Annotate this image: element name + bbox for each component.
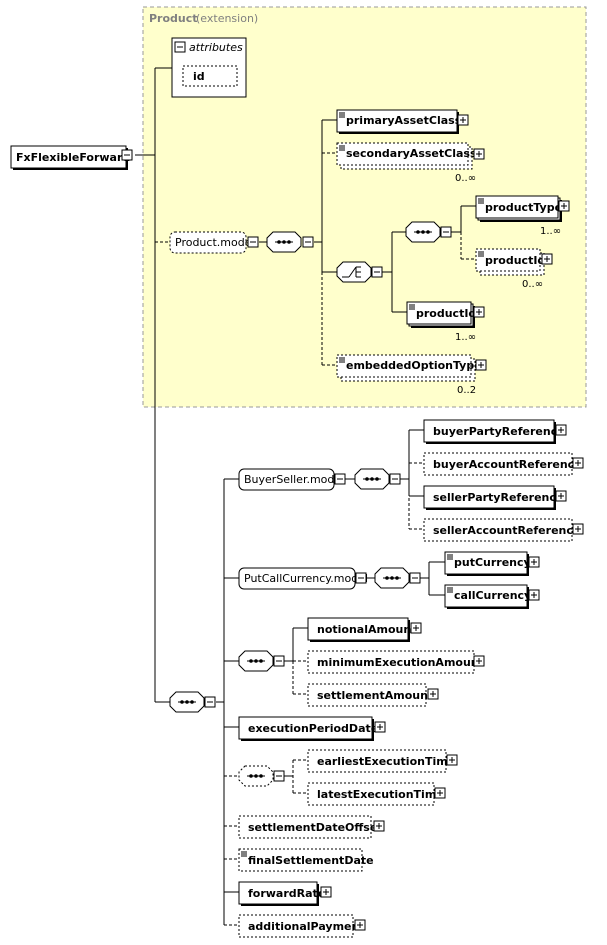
earliest-execution-time[interactable]: earliestExecutionTime	[307, 749, 458, 773]
latest-execution-time[interactable]: latestExecutionTime	[307, 782, 446, 806]
product-id-cardinality: 1..∞	[455, 332, 476, 343]
settlement-date-offset-label: settlementDateOffset	[248, 821, 383, 834]
root-element[interactable]: FxFlexibleForward	[10, 145, 133, 170]
execution-period-dates[interactable]: executionPeriodDates	[238, 716, 386, 741]
secondary-asset-class-label: secondaryAssetClass	[346, 147, 477, 160]
main-sequence-compositor	[169, 691, 216, 713]
primary-asset-class-label: primaryAssetClass	[346, 114, 462, 127]
attributes-header: attributes	[189, 41, 243, 54]
put-call-currency-model-group[interactable]: PutCallCurrency.model	[238, 567, 368, 590]
notional-amount-label: notionalAmount	[317, 623, 416, 636]
secondary-asset-class[interactable]: secondaryAssetClass 0..∞	[336, 142, 485, 184]
attributes-box: attributes id	[171, 37, 247, 98]
put-currency[interactable]: putCurrency	[444, 551, 540, 576]
seller-account-reference[interactable]: sellerAccountReference	[423, 518, 584, 542]
notional-amount[interactable]: notionalAmount	[307, 617, 422, 642]
forward-rate-label: forwardRate	[248, 887, 325, 900]
attribute-id[interactable]	[182, 65, 238, 87]
final-settlement-date-label: finalSettlementDate	[248, 854, 374, 867]
settlement-amount[interactable]: settlementAmount	[307, 683, 439, 707]
settlement-date-offset[interactable]: settlementDateOffset	[238, 815, 385, 839]
earliest-execution-time-label: earliestExecutionTime	[317, 755, 455, 768]
put-call-currency-model-label: PutCallCurrency.model	[244, 572, 368, 585]
execution-period-dates-label: executionPeriodDates	[248, 722, 385, 735]
forward-rate[interactable]: forwardRate	[238, 881, 332, 906]
additional-payment[interactable]: additionalPayment	[238, 914, 366, 938]
buyer-party-reference-label: buyerPartyReference	[433, 425, 565, 438]
additional-payment-label: additionalPayment	[248, 920, 365, 933]
root-collapse-icon[interactable]	[121, 149, 133, 161]
call-currency[interactable]: callCurrency	[444, 584, 540, 609]
connector-lines	[135, 67, 476, 926]
product-model-group[interactable]: Product.model	[169, 231, 259, 254]
seller-party-reference[interactable]: sellerPartyReference	[423, 485, 567, 510]
buyer-seller-model-group[interactable]: BuyerSeller.model	[238, 468, 346, 491]
product-group-title: Product	[149, 12, 198, 25]
product-id-optional-cardinality: 0..∞	[522, 279, 543, 290]
put-call-sequence-compositor	[374, 567, 421, 589]
product-id-label: productId	[416, 307, 476, 320]
times-sequence-compositor	[238, 765, 285, 787]
put-currency-label: putCurrency	[454, 556, 531, 569]
final-settlement-date[interactable]: finalSettlementDate	[238, 848, 374, 872]
settlement-amount-label: settlementAmount	[317, 689, 433, 702]
call-currency-label: callCurrency	[454, 589, 531, 602]
root-element-label: FxFlexibleForward	[16, 151, 130, 164]
product-type[interactable]: productType 1..∞	[475, 195, 570, 237]
attribute-id-label: id	[193, 70, 205, 83]
product-model-label: Product.model	[175, 236, 255, 249]
primary-asset-class[interactable]: primaryAssetClass	[336, 109, 469, 134]
buyer-seller-model-label: BuyerSeller.model	[244, 473, 344, 486]
embedded-option-type[interactable]: embeddedOptionType 0..2	[336, 354, 487, 396]
seller-party-reference-label: sellerPartyReference	[433, 491, 563, 504]
latest-execution-time-label: latestExecutionTime	[317, 788, 444, 801]
product-id-optional[interactable]: productId 0..∞	[475, 248, 553, 290]
product-type-label: productType	[485, 201, 562, 214]
buyer-account-reference-label: buyerAccountReference	[433, 458, 582, 471]
seller-account-reference-label: sellerAccountReference	[433, 524, 580, 537]
minimum-execution-amount[interactable]: minimumExecutionAmount	[307, 650, 485, 674]
product-choice-compositor	[336, 261, 383, 283]
embedded-option-type-label: embeddedOptionType	[346, 359, 482, 372]
buyer-seller-sequence-compositor	[354, 468, 401, 490]
embedded-option-type-cardinality: 0..2	[457, 385, 476, 396]
amounts-sequence-compositor	[238, 650, 285, 672]
product-group-suffix: (extension)	[196, 12, 258, 25]
product-type-sequence-compositor	[405, 221, 452, 243]
product-type-cardinality: 1..∞	[540, 226, 561, 237]
product-id[interactable]: productId 1..∞	[406, 301, 485, 343]
secondary-asset-class-cardinality: 0..∞	[455, 173, 476, 184]
buyer-party-reference[interactable]: buyerPartyReference	[423, 419, 567, 444]
product-sequence-compositor	[266, 231, 314, 253]
minimum-execution-amount-label: minimumExecutionAmount	[317, 656, 484, 669]
buyer-account-reference[interactable]: buyerAccountReference	[423, 452, 584, 476]
product-id-optional-label: productId	[485, 254, 545, 267]
